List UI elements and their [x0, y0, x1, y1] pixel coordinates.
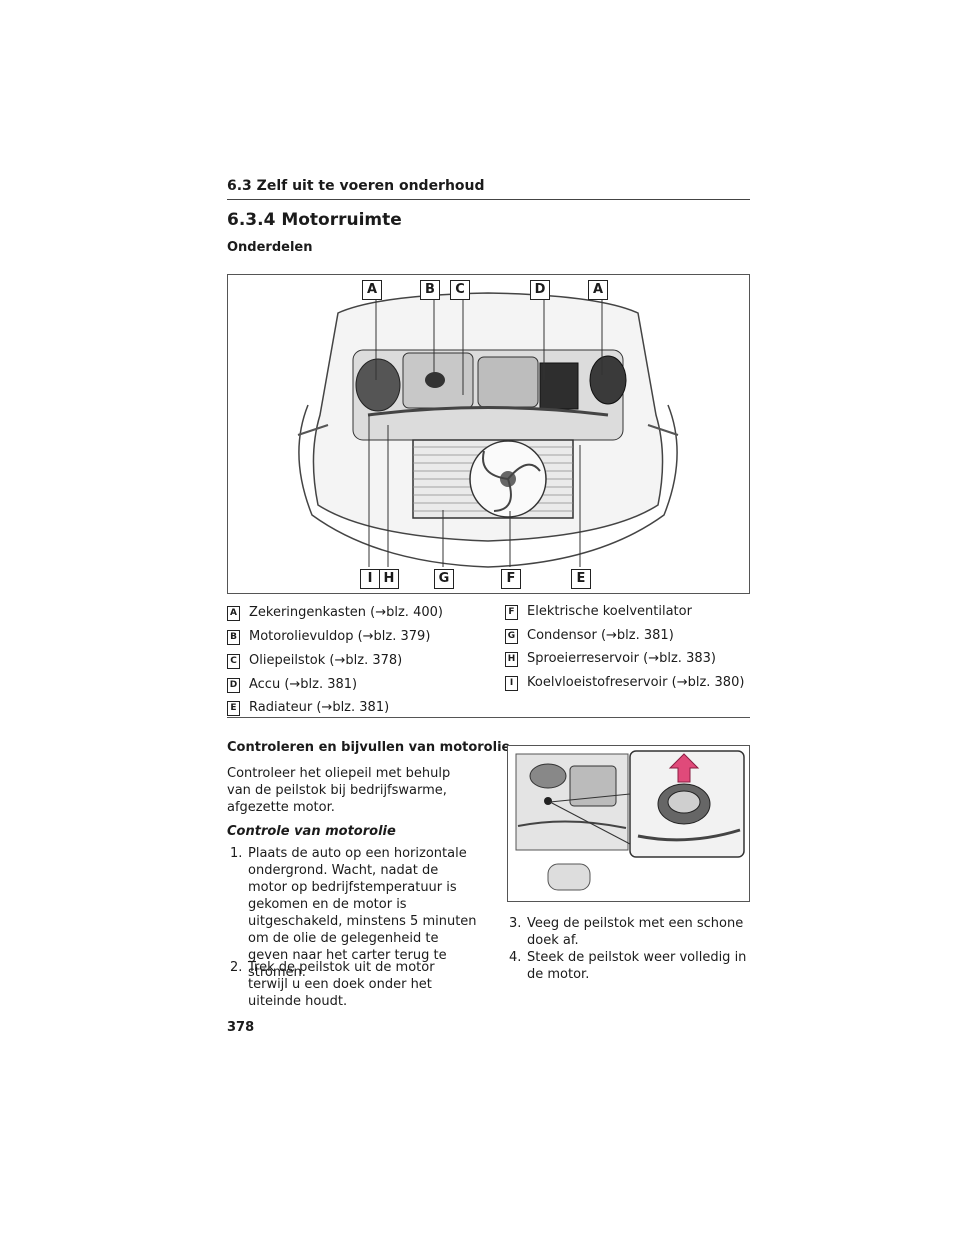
legend-item: G Condensor (→blz. 381)	[505, 627, 674, 645]
legend-item: F Elektrische koelventilator	[505, 603, 692, 621]
legend-item: H Sproeierreservoir (→blz. 383)	[505, 650, 716, 668]
engine-bay-illustration	[297, 292, 679, 568]
step-item: 3. Veeg de peilstok met een schone doek …	[509, 915, 750, 949]
step-number: 4.	[509, 950, 522, 965]
step-item: 1. Plaats de auto op een horizontale ond…	[230, 845, 478, 981]
legend-item: D Accu (→blz. 381)	[227, 676, 357, 694]
step-number: 2.	[230, 960, 243, 975]
legend-key: E	[227, 700, 240, 716]
callout-label-i: I	[360, 569, 380, 589]
legend-item: A Zekeringenkasten (→blz. 400)	[227, 604, 443, 622]
step-item: 2. Trek de peilstok uit de motor terwijl…	[230, 959, 478, 1010]
legend-key: B	[227, 629, 240, 645]
legend-text: Condensor (→blz. 381)	[527, 628, 674, 643]
callout-label-e: E	[571, 569, 591, 589]
oil-section-intro: Controleer het oliepeil met behulp van d…	[227, 766, 451, 815]
oil-section-heading: Controleren en bijvullen van motorolie	[227, 740, 511, 755]
legend-key: F	[505, 604, 518, 620]
legend-item: I Koelvloeistofreservoir (→blz. 380)	[505, 674, 744, 692]
step-number: 1.	[230, 846, 243, 861]
callout-label-d: D	[530, 280, 550, 300]
oil-check-subheading: Controle van motorolie	[227, 824, 396, 839]
legend-key: A	[227, 605, 240, 621]
callout-label-a2: A	[588, 280, 608, 300]
legend-key: C	[227, 653, 240, 669]
page-number: 378	[227, 1020, 255, 1035]
legend-item: B Motorolievuldop (→blz. 379)	[227, 628, 430, 646]
engine-bay-figure: A B C D A I H G F E	[227, 274, 750, 594]
step-text: Plaats de auto op een horizontale onderg…	[248, 846, 477, 980]
callout-label-f: F	[501, 569, 521, 589]
legend-item: C Oliepeilstok (→blz. 378)	[227, 652, 402, 670]
legend-text: Accu (→blz. 381)	[249, 677, 358, 692]
callout-label-a: A	[362, 280, 382, 300]
subtitle: Onderdelen	[227, 240, 313, 255]
legend-text: Zekeringenkasten (→blz. 400)	[249, 605, 443, 620]
callout-label-c: C	[450, 280, 470, 300]
oil-filler-illustration	[515, 750, 745, 891]
callout-label-h: H	[379, 569, 399, 589]
legend-text: Elektrische koelventilator	[527, 604, 692, 619]
step-text: Veeg de peilstok met een schone doek af.	[527, 916, 744, 948]
callout-label-g: G	[434, 569, 454, 589]
legend-text: Radiateur (→blz. 381)	[249, 700, 390, 715]
step-text: Steek de peilstok weer volledig in de mo…	[527, 950, 747, 982]
page-title: 6.3.4 Motorruimte	[227, 210, 402, 230]
legend-key: D	[227, 677, 240, 693]
section-header: 6.3 Zelf uit te voeren onderhoud	[227, 178, 485, 194]
legend-text: Oliepeilstok (→blz. 378)	[249, 653, 403, 668]
oil-filler-figure	[507, 745, 750, 902]
step-item: 4. Steek de peilstok weer volledig in de…	[509, 949, 750, 983]
header-rule	[227, 199, 750, 200]
legend-item: E Radiateur (→blz. 381)	[227, 699, 389, 717]
legend-key: I	[505, 675, 518, 691]
legend-rule	[227, 717, 750, 718]
legend-key: H	[505, 651, 518, 667]
legend-text: Koelvloeistofreservoir (→blz. 380)	[527, 675, 745, 690]
step-text: Trek de peilstok uit de motor terwijl u …	[248, 960, 435, 1009]
legend-key: G	[505, 628, 518, 644]
legend-text: Motorolievuldop (→blz. 379)	[249, 629, 431, 644]
legend-text: Sproeierreservoir (→blz. 383)	[527, 651, 716, 666]
step-number: 3.	[509, 916, 522, 931]
callout-label-b: B	[420, 280, 440, 300]
